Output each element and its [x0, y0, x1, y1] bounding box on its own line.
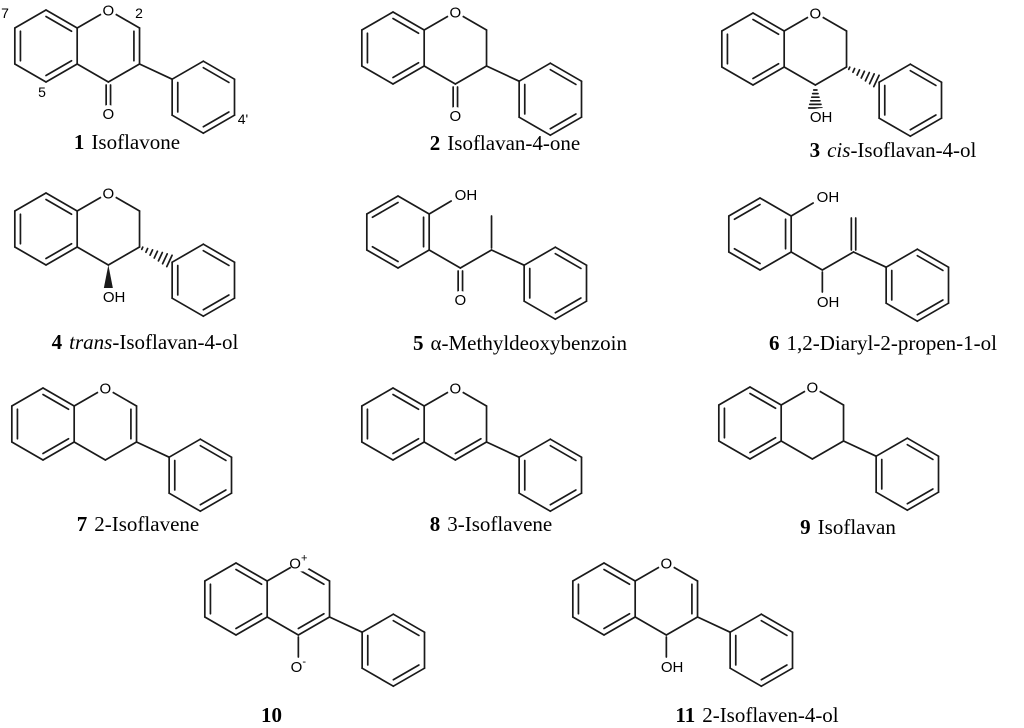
compound-structure-10: O-O+ — [203, 553, 426, 688]
compound-name: Isoflavan-4-one — [447, 131, 581, 155]
svg-text:O: O — [103, 186, 115, 203]
compound-name: 2-Isoflavene — [94, 512, 200, 536]
compound-structure-8: O — [360, 379, 583, 513]
compound-structure-4: OH O — [13, 184, 236, 318]
svg-text:5: 5 — [38, 84, 46, 100]
svg-text:OH: OH — [810, 109, 833, 126]
svg-text:O: O — [450, 381, 462, 398]
compound-caption-10: 10 — [261, 703, 289, 728]
compound-name: Isoflavan — [817, 515, 896, 539]
compound-number: 3 — [809, 138, 821, 162]
compound-number: 8 — [429, 512, 441, 536]
compound-name: 1,2-Diaryl-2-propen-1-ol — [786, 331, 998, 355]
svg-text:OH: OH — [817, 189, 840, 206]
svg-text:2: 2 — [135, 5, 143, 21]
svg-text:OH: OH — [817, 294, 840, 311]
svg-text:O: O — [100, 381, 112, 398]
svg-text:O: O — [103, 3, 115, 20]
compound-number: 7 — [76, 512, 88, 536]
svg-text:O: O — [450, 5, 462, 22]
compound-structure-11: OH O — [571, 554, 794, 688]
compound-structure-5: OH O — [365, 186, 588, 321]
compound-name: α-Methyldeoxybenzoin — [430, 331, 627, 355]
svg-text:O: O — [103, 106, 115, 123]
compound-name: Isoflavone — [91, 130, 181, 154]
compound-structure-2: OO — [360, 3, 583, 137]
compound-structure-7: O — [10, 379, 233, 513]
compound-structure-9: O — [717, 378, 940, 512]
svg-text:O: O — [810, 6, 822, 23]
svg-text:7: 7 — [1, 5, 9, 21]
svg-text:O: O — [807, 380, 819, 397]
compound-name: 3-Isoflavene — [447, 512, 553, 536]
svg-text:OH: OH — [661, 659, 684, 676]
compound-number: 5 — [413, 331, 424, 355]
compound-number: 2 — [429, 131, 441, 155]
compound-structure-6: OH OH — [727, 188, 950, 323]
svg-text:O: O — [450, 108, 462, 125]
svg-text:O: O — [455, 292, 467, 309]
compound-number: 10 — [261, 703, 282, 727]
compound-name-italic: cis — [827, 138, 851, 162]
compound-number: 6 — [768, 331, 780, 355]
compound-structure-1: O O 7 2 5 4' — [1, 1, 248, 135]
svg-text:OH: OH — [103, 289, 126, 306]
compound-name: 2-Isoflaven-4-ol — [702, 703, 839, 727]
compound-name: -Isoflavan-4-ol — [112, 330, 239, 354]
compound-number: 4 — [51, 330, 63, 354]
svg-text:OH: OH — [455, 187, 478, 204]
compound-name-italic: trans — [69, 330, 113, 354]
compound-structure-3: OH O — [720, 4, 943, 138]
compound-name: -Isoflavan-4-ol — [850, 138, 977, 162]
compound-number: 1 — [73, 130, 85, 154]
svg-text:4': 4' — [238, 111, 248, 127]
svg-text:O: O — [661, 556, 673, 573]
compound-number: 9 — [800, 515, 811, 539]
compound-number: 11 — [675, 703, 696, 727]
